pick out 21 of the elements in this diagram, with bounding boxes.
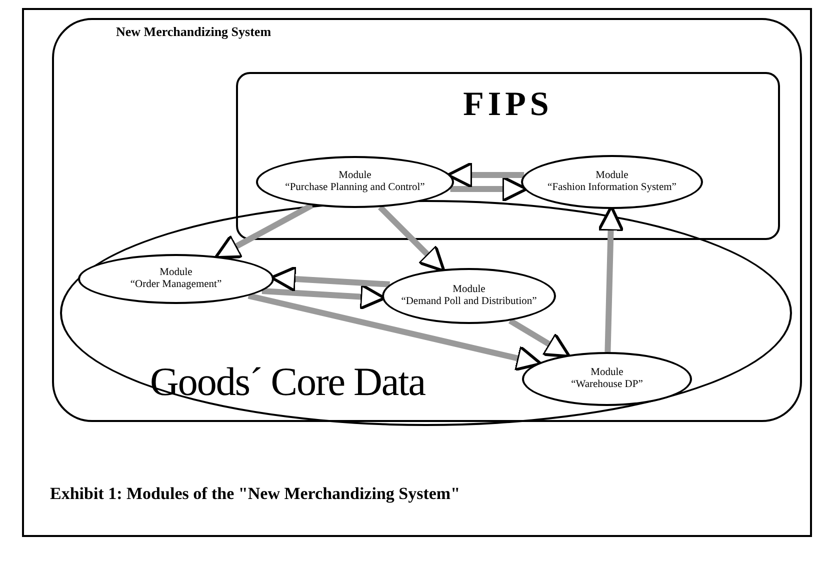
- block-arrow: [508, 318, 571, 358]
- module-heading: Module: [590, 366, 624, 379]
- data-title: Goods´ Core Data: [150, 358, 426, 405]
- module-heading: Module: [452, 284, 486, 296]
- caption: Exhibit 1: Modules of the "New Merchandizing System": [50, 484, 460, 504]
- block-arrow: [446, 162, 524, 188]
- module-heading: Module: [160, 266, 192, 279]
- module-name: “Order Management”: [130, 279, 222, 292]
- module-name: “Warehouse DP”: [571, 379, 643, 392]
- data-ellipse: [60, 200, 792, 426]
- system-title: New Merchandizing System: [116, 24, 272, 40]
- module-name: “Fashion Information System”: [548, 182, 676, 194]
- module-name: “Purchase Planning and Control”: [285, 182, 425, 194]
- block-arrow: [248, 292, 542, 372]
- subsystem-title: FIPS: [463, 86, 553, 124]
- block-arrow: [214, 202, 314, 260]
- subsystem-panel: [236, 72, 780, 240]
- module-heading: Module: [338, 170, 372, 182]
- module-name: “Demand Poll and Distribution”: [401, 296, 537, 308]
- block-arrow: [450, 176, 528, 202]
- module-heading: Module: [596, 170, 628, 182]
